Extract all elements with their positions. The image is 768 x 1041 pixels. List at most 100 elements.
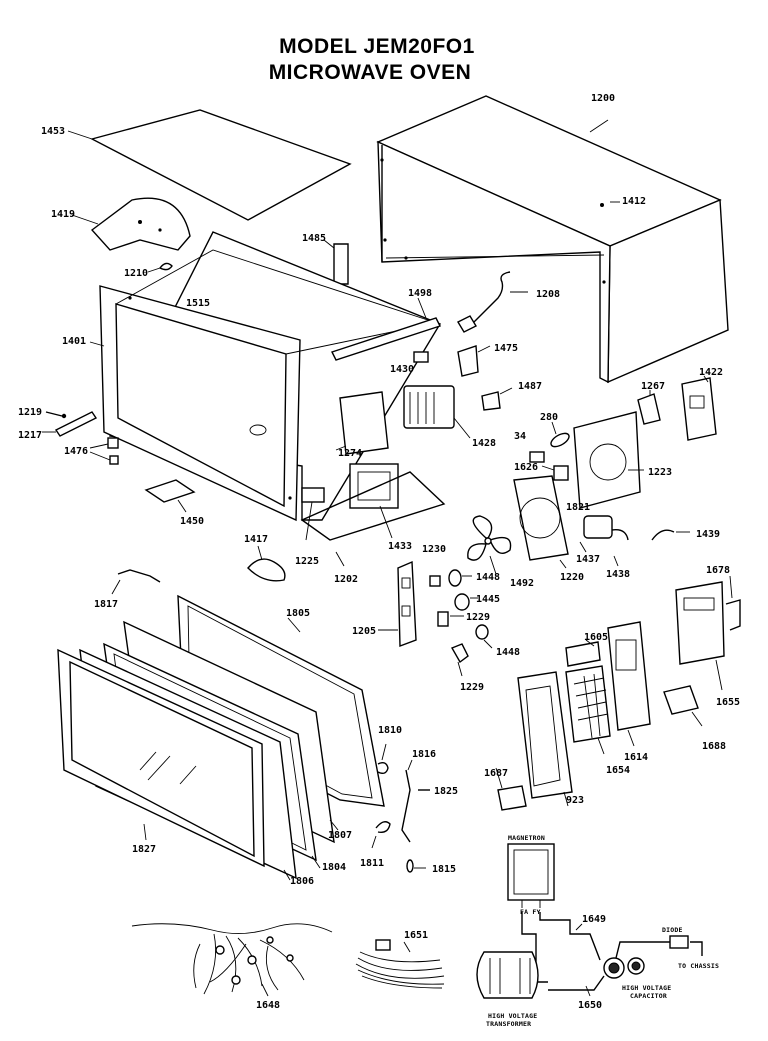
part-1439-lead — [651, 529, 690, 541]
part-1815-screw — [406, 859, 426, 873]
part-923-control-panel — [517, 671, 573, 807]
label-1825: 1825 — [434, 786, 458, 797]
label-1267: 1267 — [641, 381, 665, 392]
part-1492-fan-blade — [467, 515, 512, 575]
label-1649: 1649 — [582, 914, 606, 925]
part-1417-latch — [247, 545, 286, 582]
label-1487: 1487 — [518, 381, 542, 392]
label-1208: 1208 — [536, 289, 560, 300]
label-1274: 1274 — [338, 448, 362, 459]
part-1438-diode — [611, 529, 629, 567]
label-1219: 1219 — [18, 407, 42, 418]
label-1605: 1605 — [584, 632, 608, 643]
part-1229-actuator — [437, 611, 464, 627]
part-1476-foot — [89, 437, 119, 465]
part-1208-power-cord — [457, 271, 528, 333]
label-1448-b: 1448 — [496, 647, 520, 658]
part-1274-waveguide — [335, 391, 389, 455]
part-1614-control-frame — [607, 621, 651, 747]
label-1515: 1515 — [186, 298, 210, 309]
part-1217-hinge — [42, 411, 98, 437]
label-1220: 1220 — [560, 572, 584, 583]
label-34: 34 — [514, 431, 526, 442]
part-1811-lever — [371, 821, 391, 849]
label-1650: 1650 — [578, 1000, 602, 1011]
diagram-title: MODEL JEM20FO1 MICROWAVE OVEN — [0, 34, 768, 86]
part-1225-bracket — [301, 487, 325, 541]
label-1401: 1401 — [62, 336, 86, 347]
part-labels: 1200 1453 1412 1419 1485 1210 1515 1498 … — [18, 93, 740, 1011]
part-1605-display-window — [565, 639, 601, 667]
label-1815: 1815 — [432, 864, 456, 875]
label-1807: 1807 — [328, 830, 352, 841]
part-34-socket — [529, 451, 545, 463]
label-1475: 1475 — [494, 343, 518, 354]
part-1810-latch-hook — [377, 743, 389, 775]
part-1210-clip — [147, 262, 173, 273]
label-magnetron: MAGNETRON — [508, 834, 545, 842]
part-1267-switch — [637, 390, 661, 425]
label-1450: 1450 — [180, 516, 204, 527]
label-1492: 1492 — [510, 578, 534, 589]
label-1811: 1811 — [360, 858, 384, 869]
label-1217: 1217 — [18, 430, 42, 441]
label-1655: 1655 — [716, 697, 740, 708]
part-1422-latch — [681, 375, 717, 441]
part-1827-door-window — [57, 648, 265, 868]
label-1445: 1445 — [476, 594, 500, 605]
part-1688-bracket — [663, 685, 703, 727]
part-1651-wire-lead — [355, 939, 445, 989]
part-1687-door-button — [495, 767, 527, 811]
part-1498-bracket — [331, 297, 441, 361]
label-1229: 1229 — [466, 612, 490, 623]
part-1655-control-board — [675, 581, 725, 691]
part-1220-fan-shroud — [513, 475, 569, 569]
label-1428: 1428 — [472, 438, 496, 449]
label-1417: 1417 — [244, 534, 268, 545]
label-1805: 1805 — [286, 608, 310, 619]
schematic-wiring — [476, 843, 703, 999]
part-1487-switch — [481, 387, 513, 411]
label-1806: 1806 — [290, 876, 314, 887]
part-1205-interlock-bracket — [378, 560, 417, 648]
part-1450-cover — [144, 479, 196, 513]
part-1678-clip — [725, 575, 741, 631]
label-1648: 1648 — [256, 1000, 280, 1011]
label-to-chassis: TO CHASSIS — [678, 962, 719, 970]
label-1614: 1614 — [624, 752, 648, 763]
part-1419-waveguide-cover — [71, 197, 191, 251]
label-923: 923 — [566, 795, 584, 806]
label-1817: 1817 — [94, 599, 118, 610]
label-1626: 1626 — [514, 462, 538, 473]
label-1223: 1223 — [648, 467, 672, 478]
label-hv-capacitor-1: HIGH VOLTAGE — [622, 984, 671, 992]
label-1205: 1205 — [352, 626, 376, 637]
part-1433-transformer — [349, 463, 399, 539]
label-1816: 1816 — [412, 749, 436, 760]
schematic-labels: MAGNETRON FA FY DIODE TO CHASSIS HIGH VO… — [486, 834, 719, 1028]
part-1200-outer-case — [376, 95, 729, 384]
label-1498: 1498 — [408, 288, 432, 299]
label-280: 280 — [540, 412, 558, 423]
part-1485-label — [323, 239, 349, 285]
part-1223-mount-bracket — [573, 411, 644, 509]
label-1430: 1430 — [390, 364, 414, 375]
part-1229b-actuator — [450, 643, 469, 677]
label-1229-b: 1229 — [460, 682, 484, 693]
label-1453: 1453 — [41, 126, 65, 137]
part-1648-wire-harness — [131, 923, 333, 997]
part-1448-switch — [448, 569, 472, 587]
label-1225: 1225 — [295, 556, 319, 567]
label-1439: 1439 — [696, 529, 720, 540]
label-1688: 1688 — [702, 741, 726, 752]
title-product: MICROWAVE OVEN — [268, 61, 472, 84]
label-1437: 1437 — [576, 554, 600, 565]
label-1200: 1200 — [591, 93, 615, 104]
part-1437-capacitor — [579, 515, 613, 553]
label-1230: 1230 — [422, 544, 446, 555]
label-1827: 1827 — [132, 844, 156, 855]
part-1626-motor — [541, 465, 569, 481]
label-1438: 1438 — [606, 569, 630, 580]
label-hv-transformer-2: TRANSFORMER — [486, 1020, 531, 1028]
